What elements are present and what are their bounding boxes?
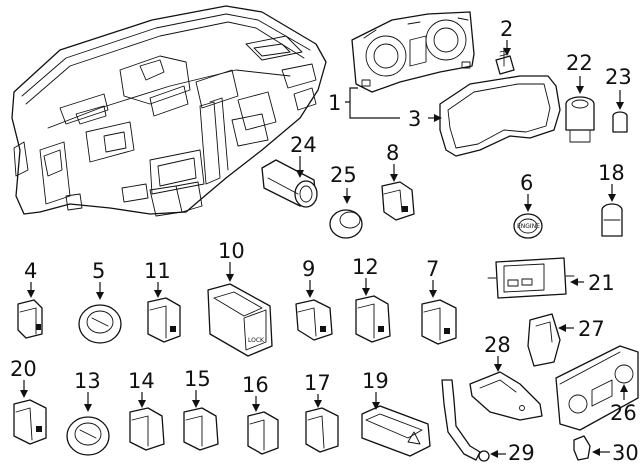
callout-2: 2: [500, 17, 513, 41]
callout-24: 24: [290, 133, 317, 157]
callout-22: 22: [566, 51, 593, 75]
callout-4: 4: [24, 259, 37, 283]
callout-18: 18: [598, 161, 625, 185]
clip-30: [573, 435, 591, 461]
callout-27: 27: [578, 317, 605, 341]
power-outlet-24: [261, 159, 318, 208]
switch-18: [601, 203, 623, 237]
bracket-28: [469, 371, 543, 421]
callout-14: 14: [128, 369, 155, 393]
combination-meter: [351, 11, 475, 93]
start-button-face-text: ENGINE: [517, 223, 540, 230]
cap-25: [329, 209, 363, 239]
switch-14: [129, 407, 165, 451]
switch-4: [17, 299, 43, 339]
meter-cover-glass: [439, 75, 561, 157]
callout-20: 20: [10, 357, 37, 381]
switch-16: [247, 411, 279, 455]
callout-10: 10: [218, 239, 245, 263]
switch-8: [381, 181, 415, 221]
callout-15: 15: [184, 367, 211, 391]
callout-30: 30: [612, 441, 639, 465]
switch-12: [355, 295, 391, 343]
switch-20: [13, 399, 47, 445]
callout-23: 23: [605, 65, 632, 89]
callout-19: 19: [362, 369, 389, 393]
callout-16: 16: [242, 373, 269, 397]
switch-17: [305, 407, 339, 453]
climate-control-panel-26: [555, 345, 639, 431]
switch-15: [183, 407, 219, 451]
cable-29: [441, 379, 490, 462]
callout-28: 28: [484, 333, 511, 357]
control-module-21: [487, 257, 575, 299]
callout-13: 13: [74, 369, 101, 393]
small-switch-23: [612, 111, 628, 133]
switch-10-face-text: LOCK: [248, 337, 265, 344]
callout-1: 1: [328, 91, 341, 115]
instrument-panel-assembly: [11, 5, 327, 217]
callout-25: 25: [330, 163, 357, 187]
callout-8: 8: [386, 141, 399, 165]
callout-29: 29: [508, 441, 535, 465]
switch-7: [421, 299, 457, 345]
switch-9: [295, 299, 333, 341]
start-button-6: ENGINE: [513, 213, 543, 239]
callout-5: 5: [92, 259, 105, 283]
callout-7: 7: [426, 257, 439, 281]
switch-11: [147, 297, 181, 343]
switch-10: LOCK: [207, 283, 273, 357]
callout-6: 6: [520, 171, 533, 195]
callout-9: 9: [302, 257, 315, 281]
round-switch-22: [565, 96, 595, 143]
callout-12: 12: [352, 255, 379, 279]
callout-11: 11: [144, 259, 171, 283]
callout-1-lead: [345, 87, 400, 119]
callout-17: 17: [304, 371, 331, 395]
knob-switch-13: [66, 416, 110, 456]
module-27: [527, 313, 561, 367]
hazard-switch-19: [361, 405, 431, 457]
callout-3: 3: [408, 107, 421, 131]
callout-26: 26: [610, 401, 637, 425]
knob-switch-5: [78, 304, 122, 344]
callout-21: 21: [588, 271, 615, 295]
